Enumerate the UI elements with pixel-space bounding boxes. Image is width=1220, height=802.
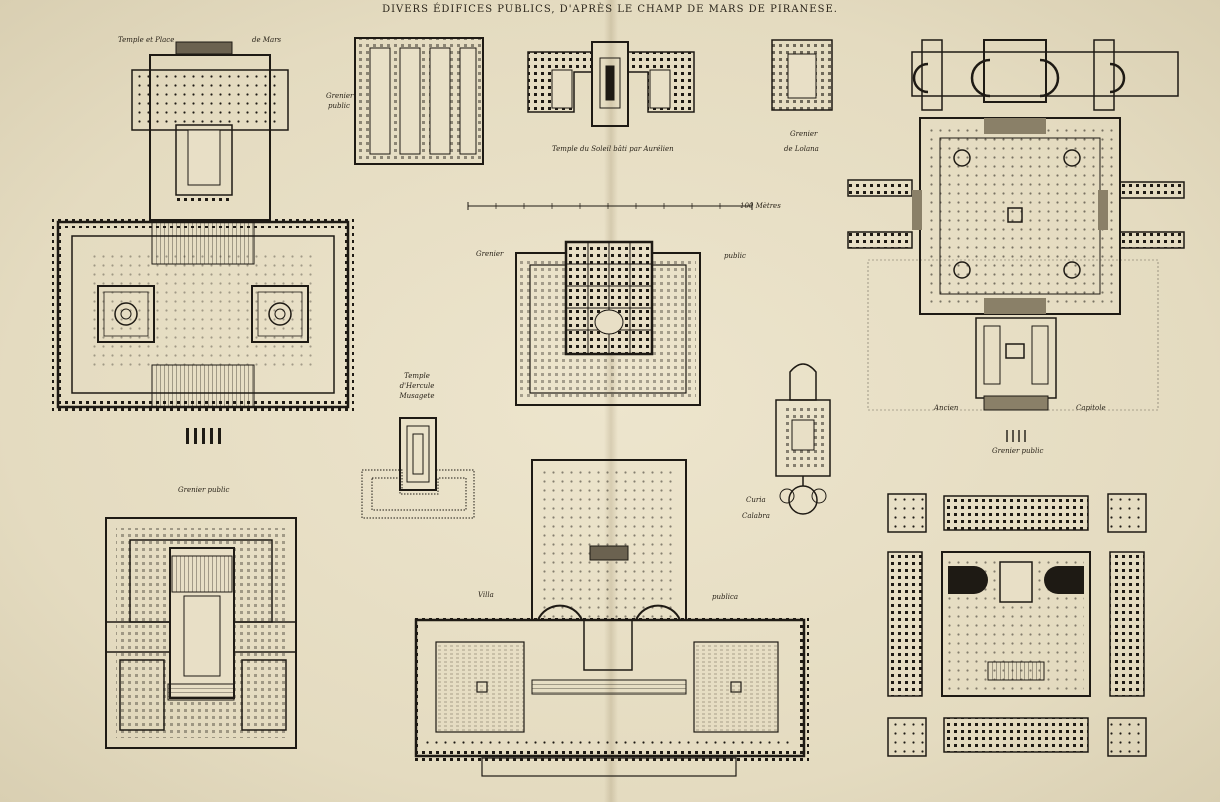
label-hercule-a: Temple [404,372,430,380]
label-grenier1-b: public [328,102,350,110]
temple-hercule-plan [361,417,475,519]
grenier-public-3-plan [105,517,297,749]
label-capitole-b: Capitole [1076,404,1106,412]
grenier-public-1-plan [354,37,484,165]
grenier-public-4-plan [887,493,1147,757]
label-hercule-c: Musagete [399,392,435,400]
scale-label: 100 Mètres [740,202,781,210]
label-grenier2-b: public [724,252,746,260]
ancien-capitole-plan [847,39,1185,411]
label-hercule-b: d'Hercule [399,382,435,390]
label-temple-soleil: Temple du Soleil bâti par Aurélien [552,145,674,153]
villa-publica-plan [411,459,809,777]
label-villa-a: Villa [478,591,494,599]
curia-calabra-plan [775,363,831,515]
small-columns-mark [186,428,221,444]
label-grenier4: Grenier public [992,447,1044,455]
small-columns-mark-right [1006,430,1026,442]
label-curia-b: Calabra [742,512,770,520]
label-curia-a: Curia [746,496,766,504]
label-villa-b: publica [712,593,739,601]
grenier-public-2-plan [515,240,701,406]
label-capitole-a: Ancien [934,404,959,412]
label-grenier2-a: Grenier [476,250,504,258]
label-temple-mars-a: Temple et Place [118,36,175,44]
label-grenier3: Grenier public [178,486,230,494]
plate-title: DIVERS ÉDIFICES PUBLICS, D'APRÈS LE CHAM… [382,4,838,15]
label-grenier-lolana-b: de Lolana [784,145,819,153]
scale-bar [467,202,753,210]
label-grenier-lolana-a: Grenier [790,130,818,138]
label-grenier1-a: Grenier [326,92,354,100]
temple-soleil-plan [527,41,695,127]
grenier-lolana-plan [771,39,833,111]
temple-mars-plan [52,41,354,413]
label-temple-mars-b: de Mars [252,36,282,44]
